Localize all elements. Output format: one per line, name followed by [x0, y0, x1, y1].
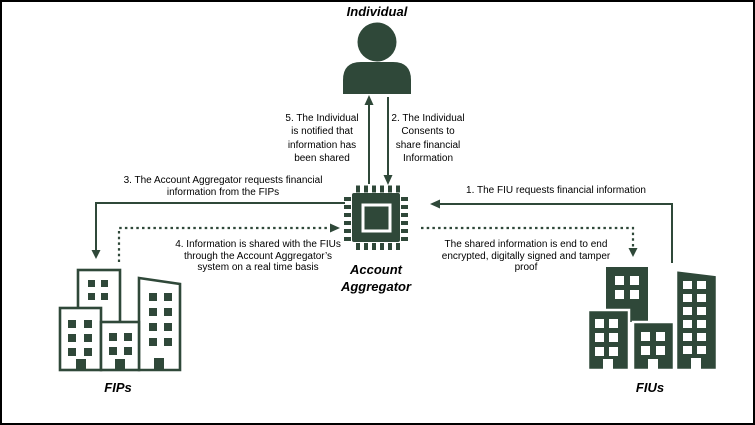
security-note-line1: The shared information is end to end — [444, 239, 608, 250]
step2-label: 2. The Individual Consents to share fina… — [358, 112, 498, 166]
step5-line2: is notified that — [291, 126, 353, 138]
fius-buildings-icon — [586, 267, 719, 372]
step4-line1: 4. Information is shared with the FIUs — [175, 239, 341, 250]
step5-line3: information has — [287, 139, 357, 151]
arrow-step4-share-dotted-icon — [117, 223, 340, 262]
fips-label: FIPs — [68, 380, 168, 397]
step2-line1: 2. The Individual — [391, 113, 465, 124]
account-aggregator-label: Account Aggregator — [316, 262, 436, 295]
arrow-step3-request-fips-icon — [91, 202, 345, 259]
individual-label-text: Individual — [346, 4, 408, 19]
fips-label-text: FIPs — [104, 380, 132, 395]
person-icon — [343, 22, 411, 94]
step2-line4: Information — [402, 153, 454, 165]
step1-line1: 1. The FIU requests financial informatio… — [466, 185, 646, 196]
step2-line2: Consents to — [401, 126, 455, 138]
arrow-step1-fiu-request-icon — [430, 199, 673, 263]
step3-label: 3. The Account Aggregator requests finan… — [96, 175, 350, 200]
step1-label: 1. The FIU requests financial informatio… — [430, 184, 682, 197]
chip-icon — [344, 185, 408, 250]
step5-label: 5. The Individual is notified that infor… — [252, 112, 392, 166]
step2-line3: share financial — [395, 139, 461, 151]
chip-body — [352, 193, 400, 242]
arrow-step5-notified-icon — [364, 95, 374, 184]
security-note-line2: encrypted, digitally signed and tamper — [441, 250, 611, 262]
step5-line1: 5. The Individual — [285, 113, 359, 124]
step4-line3: system on a real time basis — [197, 262, 319, 274]
fius-label: FIUs — [600, 380, 700, 397]
arrow-step2-consent-icon — [383, 97, 393, 185]
fips-buildings-icon — [58, 268, 182, 372]
arrow-secure-share-dotted-icon — [421, 226, 638, 257]
chip-core — [361, 203, 392, 233]
step5-line4: been shared — [294, 153, 350, 165]
step4-line2: through the Account Aggregator’s — [183, 250, 333, 262]
security-note-line3: proof — [514, 262, 538, 274]
step3-line2: information from the FIPs — [166, 187, 280, 199]
step3-line1: 3. The Account Aggregator requests finan… — [123, 175, 323, 186]
security-note-label: The shared information is end to end enc… — [400, 239, 652, 274]
account-aggregator-label-line2: Aggregator — [340, 278, 412, 294]
step4-label: 4. Information is shared with the FIUs t… — [132, 239, 384, 274]
account-aggregator-label-line1: Account — [350, 262, 402, 277]
fius-label-text: FIUs — [635, 380, 665, 395]
individual-label: Individual — [317, 4, 437, 21]
